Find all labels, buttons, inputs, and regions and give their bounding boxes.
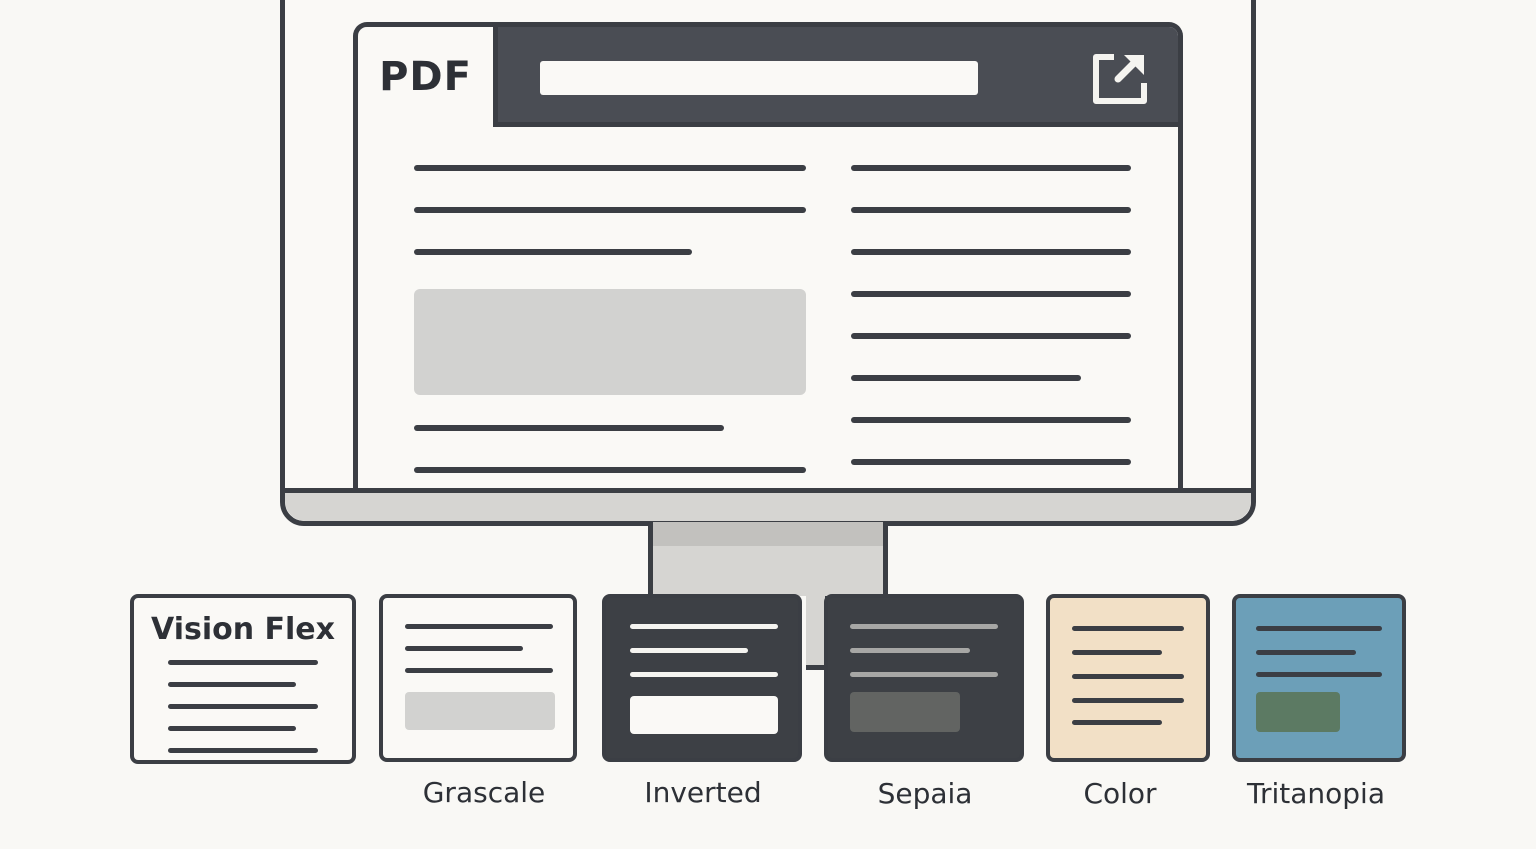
mode-card-inverted[interactable] — [602, 594, 802, 762]
text-line — [851, 459, 1131, 465]
mode-card-sepia[interactable] — [824, 594, 1024, 762]
browser-window: PDF — [353, 22, 1183, 488]
text-line — [851, 291, 1131, 297]
preview-block — [405, 692, 555, 730]
preview-block — [850, 692, 960, 732]
text-line — [414, 165, 806, 171]
preview-line — [1256, 650, 1356, 655]
mode-title: Vision Flex — [151, 612, 335, 647]
text-line — [851, 165, 1131, 171]
text-line — [851, 417, 1131, 423]
preview-line — [1072, 720, 1162, 725]
image-placeholder — [414, 289, 806, 395]
text-line — [414, 425, 724, 431]
preview-line — [850, 624, 998, 629]
mode-card-grayscale[interactable] — [379, 594, 577, 762]
preview-line — [168, 748, 318, 753]
preview-block — [1256, 692, 1340, 732]
address-bar[interactable] — [540, 61, 978, 95]
browser-toolbar: PDF — [358, 27, 1178, 127]
preview-line — [1072, 626, 1184, 631]
mode-label-tritanopia: Tritanopia — [1246, 777, 1385, 810]
mode-label-color: Color — [1083, 777, 1157, 810]
preview-line — [168, 682, 296, 687]
preview-line — [1072, 698, 1184, 703]
preview-line — [850, 648, 970, 653]
text-line — [851, 249, 1131, 255]
mode-card-vision-flex[interactable]: Vision Flex — [130, 594, 356, 764]
text-line — [851, 207, 1131, 213]
text-line — [414, 249, 692, 255]
pdf-badge: PDF — [358, 27, 498, 127]
text-line — [851, 333, 1131, 339]
preview-line — [850, 672, 998, 677]
text-line — [414, 207, 806, 213]
mode-card-color[interactable] — [1046, 594, 1210, 762]
mode-card-tritanopia[interactable] — [1232, 594, 1406, 762]
mode-label-grayscale: Grascale — [422, 776, 546, 809]
preview-line — [630, 648, 748, 653]
external-open-icon[interactable] — [1088, 49, 1152, 109]
preview-line — [1072, 674, 1184, 679]
preview-line — [168, 704, 318, 709]
mode-label-inverted: Inverted — [644, 776, 762, 809]
preview-line — [1256, 672, 1382, 677]
preview-line — [405, 646, 523, 651]
monitor-stand — [648, 522, 888, 596]
preview-line — [630, 624, 778, 629]
monitor-bezel — [285, 488, 1251, 521]
preview-line — [1072, 650, 1162, 655]
preview-line — [168, 726, 296, 731]
preview-line — [405, 624, 553, 629]
preview-line — [630, 672, 778, 677]
preview-line — [168, 660, 318, 665]
text-line — [414, 467, 806, 473]
preview-line — [1256, 626, 1382, 631]
mode-label-sepia: Sepaia — [877, 777, 973, 810]
preview-block — [630, 696, 778, 734]
text-line — [851, 375, 1081, 381]
preview-line — [405, 668, 553, 673]
